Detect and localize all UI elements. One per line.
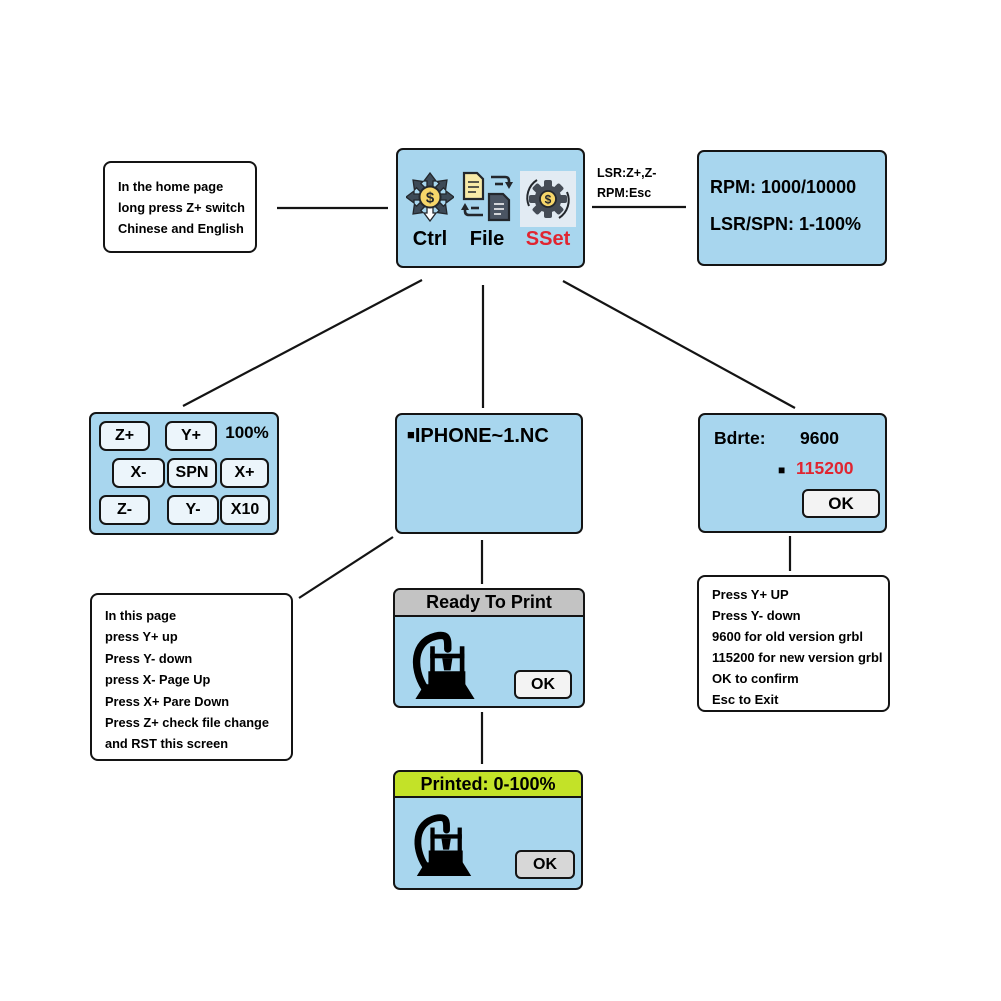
spn-button[interactable]: SPN [167,458,217,488]
file-note-line: and RST this screen [105,736,229,752]
menu-item-sset[interactable]: $ [520,171,576,232]
jog-z-plus-button[interactable]: Z+ [99,421,150,451]
svg-text:$: $ [426,190,435,207]
main-menu-screen: $ [396,148,585,268]
laser-note-line: RPM:Esc [597,186,652,200]
baud-screen: Bdrte: 9600 ■ 115200 OK [698,413,887,533]
selection-bullet-icon: ■ [407,427,415,442]
baud-note-line: 115200 for new version grbl [712,650,883,665]
jog-x-plus-button[interactable]: X+ [220,458,269,488]
rpm-value-line: RPM: 1000/10000 [710,177,857,197]
menu-item-file[interactable] [458,170,516,229]
ok-button[interactable]: OK [802,489,880,518]
baud-option-115200[interactable]: 115200 [796,458,854,478]
baud-page-note: Press Y+ UP Press Y- down 9600 for old v… [697,575,890,712]
jog-z-minus-button[interactable]: Z- [99,495,150,525]
file-list-screen: ■IPHONE~1.NC [395,413,583,534]
home-note-line: long press Z+ switch [118,200,245,215]
ok-button[interactable]: OK [514,670,572,699]
baud-note-line: Press Y+ UP [712,587,789,602]
svg-text:$: $ [545,193,552,207]
file-note-line: press Y+ up [105,629,178,645]
jog-x-minus-button[interactable]: X- [112,458,165,488]
home-note-line: Chinese and English [118,221,244,236]
file-note-line: Press Z+ check file change [105,715,269,731]
baud-note-line: Press Y- down [712,608,801,623]
file-transfer-icon [461,171,513,222]
baud-note-line: OK to confirm [712,671,799,686]
jog-screen: Z+ Y+ 100% X- SPN X+ Z- Y- X10 [89,412,279,535]
printer-icon [414,814,472,876]
rpm-screen: RPM: 1000/10000 LSR/SPN: 1-100% [697,150,887,266]
home-note-line: In the home page [118,179,224,194]
jog-y-plus-button[interactable]: Y+ [165,421,217,451]
baud-option-9600[interactable]: 9600 [800,428,839,448]
ok-button[interactable]: OK [515,850,575,879]
printer-icon [412,631,475,699]
laser-shortcut-note: LSR:Z+,Z- RPM:Esc [597,163,656,203]
menu-label-sset[interactable]: SSet [525,228,571,250]
menu-label-file[interactable]: File [469,228,505,250]
jog-y-minus-button[interactable]: Y- [167,495,219,525]
file-page-note: In this page press Y+ up Press Y- down p… [90,593,293,761]
menu-label-ctrl[interactable]: Ctrl [412,228,448,250]
file-note-line: Press X+ Pare Down [105,693,230,709]
file-list-item[interactable]: ■IPHONE~1.NC [407,425,549,448]
lsr-spn-value-line: LSR/SPN: 1-100% [710,214,862,234]
ready-screen-title: Ready To Print [395,590,583,617]
move-dollar-icon: $ [404,171,456,223]
home-note: In the home page long press Z+ switch Ch… [103,161,257,253]
feed-percent-label: 100% [225,423,269,442]
file-note-line: Press Y- down [105,650,193,666]
step-x10-button[interactable]: X10 [220,495,270,525]
printed-screen: Printed: 0-100% OK [393,770,583,890]
gear-settings-icon: $ [520,171,576,227]
menu-item-ctrl[interactable]: $ [404,171,456,227]
file-note-line: press X- Page Up [105,672,211,688]
printed-screen-title: Printed: 0-100% [395,772,581,798]
file-name: IPHONE~1.NC [414,425,549,447]
selection-bullet-icon: ■ [778,463,786,477]
file-note-line: In this page [105,608,177,623]
baud-label: Bdrte: [714,428,766,448]
baud-note-line: 9600 for old version grbl [712,629,863,644]
ready-screen: Ready To Print OK [393,588,585,708]
baud-note-line: Esc to Exit [712,692,779,707]
laser-note-line: LSR:Z+,Z- [597,166,657,180]
